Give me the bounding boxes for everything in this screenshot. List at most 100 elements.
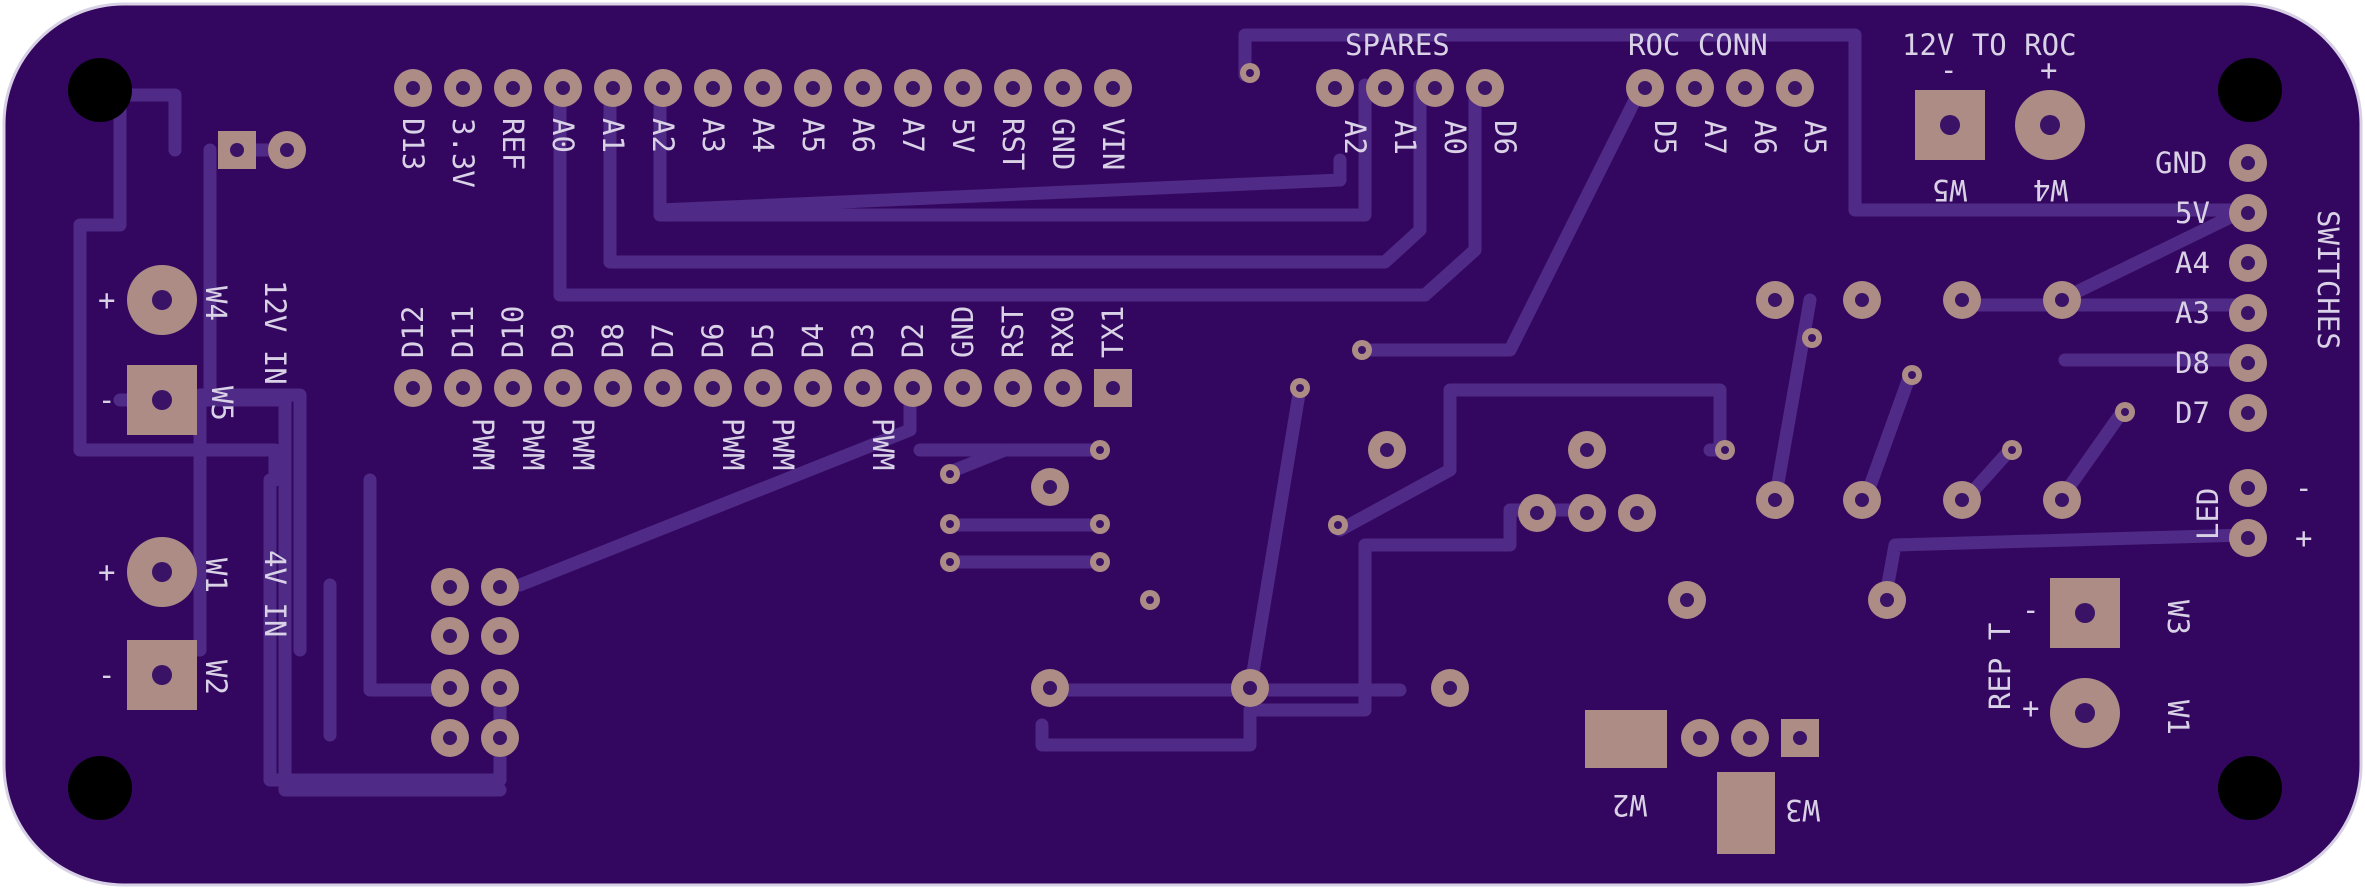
mounting-hole bbox=[68, 58, 132, 122]
pin-label: REF bbox=[496, 118, 530, 170]
pin-label: A4 bbox=[746, 118, 780, 153]
pin-label: D8 bbox=[596, 323, 630, 358]
terminal-label: W1 bbox=[199, 558, 233, 593]
pwm-label: PWM bbox=[566, 418, 600, 470]
pwm-label: PWM bbox=[866, 418, 900, 470]
pin-label: A1 bbox=[596, 118, 630, 153]
pin-label: A0 bbox=[546, 118, 580, 153]
pin-label: D11 bbox=[446, 306, 480, 358]
minus-symbol: - bbox=[1940, 53, 1957, 87]
mounting-hole bbox=[2218, 58, 2282, 122]
led-connector: LED - + bbox=[2191, 469, 2312, 557]
rep-t-terminal: - + W3 W1 REP T bbox=[1983, 578, 2195, 748]
roc-conn-connector: ROC CONN D5 A7 A6 A5 bbox=[1626, 28, 1832, 155]
pin-label: RST bbox=[996, 306, 1030, 358]
plus-symbol: + bbox=[2040, 53, 2057, 87]
pin-label: GND bbox=[1046, 118, 1080, 170]
pin-label: D9 bbox=[546, 323, 580, 358]
pin-label: D5 bbox=[746, 323, 780, 358]
terminal-label: W2 bbox=[199, 660, 233, 695]
pad-label: W3 bbox=[1785, 793, 1820, 827]
plus-symbol: + bbox=[2022, 691, 2039, 725]
pin-label: D10 bbox=[496, 306, 530, 358]
pin-label: D13 bbox=[396, 118, 430, 170]
header-top-pads bbox=[394, 69, 1132, 107]
minus-symbol: - bbox=[2295, 471, 2312, 505]
pin-label: A2 bbox=[646, 118, 680, 153]
pin-label: RST bbox=[996, 118, 1030, 170]
switch-pin-label: GND bbox=[2155, 146, 2207, 180]
pin-label: D6 bbox=[696, 323, 730, 358]
header-2x4 bbox=[431, 568, 519, 757]
spares-pin-label: A2 bbox=[1338, 120, 1372, 155]
roc-conn-title: ROC CONN bbox=[1628, 28, 1768, 62]
pwm-label: PWM bbox=[466, 418, 500, 470]
roc-pin-label: D5 bbox=[1648, 120, 1682, 155]
pin-label: A3 bbox=[696, 118, 730, 153]
input-12v-terminal: + - W4 W5 12V IN bbox=[98, 265, 292, 435]
mounting-holes bbox=[68, 58, 2282, 820]
spares-connector: SPARES A2 A1 A0 D6 bbox=[1316, 28, 1522, 155]
pin-label: RX0 bbox=[1046, 306, 1080, 358]
pwm-label: PWM bbox=[516, 418, 550, 470]
spares-pin-label: A0 bbox=[1438, 120, 1472, 155]
header-bottom-pads bbox=[394, 369, 1132, 407]
terminal-label: W3 bbox=[2161, 600, 2195, 635]
spares-pin-label: D6 bbox=[1488, 120, 1522, 155]
pin-label: A6 bbox=[846, 118, 880, 153]
plus-symbol: + bbox=[98, 283, 115, 317]
switches-connector: GND 5V A4 A3 D8 D7 SWITCHES bbox=[2155, 144, 2345, 432]
pin-label: D7 bbox=[646, 323, 680, 358]
input-4v-terminal: + - W1 W2 4V IN bbox=[98, 537, 292, 710]
switch-pin-label: A3 bbox=[2175, 296, 2210, 330]
bottom-pads: W2 W3 bbox=[1585, 710, 1820, 854]
plus-symbol: + bbox=[2295, 521, 2312, 555]
pin-label: TX1 bbox=[1096, 306, 1130, 358]
minus-symbol: - bbox=[2022, 593, 2039, 627]
switches-title: SWITCHES bbox=[2311, 210, 2345, 350]
roc-power-title: 12V TO ROC bbox=[1902, 28, 2077, 62]
switch-pin-label: D8 bbox=[2175, 346, 2210, 380]
pin-label: D4 bbox=[796, 323, 830, 358]
pin-label: VIN bbox=[1096, 118, 1130, 170]
pwm-label: PWM bbox=[716, 418, 750, 470]
terminal-label: W5 bbox=[205, 386, 239, 421]
terminal-label: W1 bbox=[2161, 700, 2195, 735]
pin-label: GND bbox=[946, 306, 980, 358]
switch-pin-label: D7 bbox=[2175, 396, 2210, 430]
switch-pin-label: 5V bbox=[2175, 196, 2210, 230]
roc-power-terminal: 12V TO ROC - + W5 W4 bbox=[1902, 28, 2085, 207]
rep-t-title: REP T bbox=[1983, 623, 2017, 710]
pad-label: W2 bbox=[1612, 788, 1647, 822]
pin-label: A7 bbox=[896, 118, 930, 153]
header-top-labels: D13 3.3V REF A0 A1 A2 A3 A4 A5 A6 A7 5V … bbox=[396, 118, 1130, 188]
pwm-label: PWM bbox=[766, 418, 800, 470]
roc-pin-label: A5 bbox=[1798, 120, 1832, 155]
terminal-label: W4 bbox=[199, 286, 233, 321]
spares-pin-label: A1 bbox=[1388, 120, 1422, 155]
pin-label: 3.3V bbox=[446, 118, 480, 188]
roc-pin-label: A6 bbox=[1748, 120, 1782, 155]
minus-symbol: - bbox=[98, 658, 115, 692]
switch-pin-label: A4 bbox=[2175, 246, 2210, 280]
terminal-label: W5 bbox=[1932, 173, 1967, 207]
header-bottom-labels: D12 D11 D10 D9 D8 D7 D6 D5 D4 D3 D2 GND … bbox=[396, 306, 1130, 471]
jumper-header bbox=[218, 131, 306, 169]
pin-label: A5 bbox=[796, 118, 830, 153]
led-title: LED bbox=[2191, 488, 2225, 540]
roc-pin-label: A7 bbox=[1698, 120, 1732, 155]
pin-label: 5V bbox=[946, 118, 980, 153]
plus-symbol: + bbox=[98, 555, 115, 589]
terminal-label: W4 bbox=[2033, 173, 2068, 207]
mounting-hole bbox=[2218, 756, 2282, 820]
vias-and-pads bbox=[940, 63, 2135, 707]
pin-label: D2 bbox=[896, 323, 930, 358]
input-12v-title: 12V IN bbox=[258, 280, 292, 385]
spares-title: SPARES bbox=[1345, 28, 1450, 62]
pin-label: D12 bbox=[396, 306, 430, 358]
input-4v-title: 4V IN bbox=[258, 550, 292, 637]
mounting-hole bbox=[68, 756, 132, 820]
pin-label: D3 bbox=[846, 323, 880, 358]
